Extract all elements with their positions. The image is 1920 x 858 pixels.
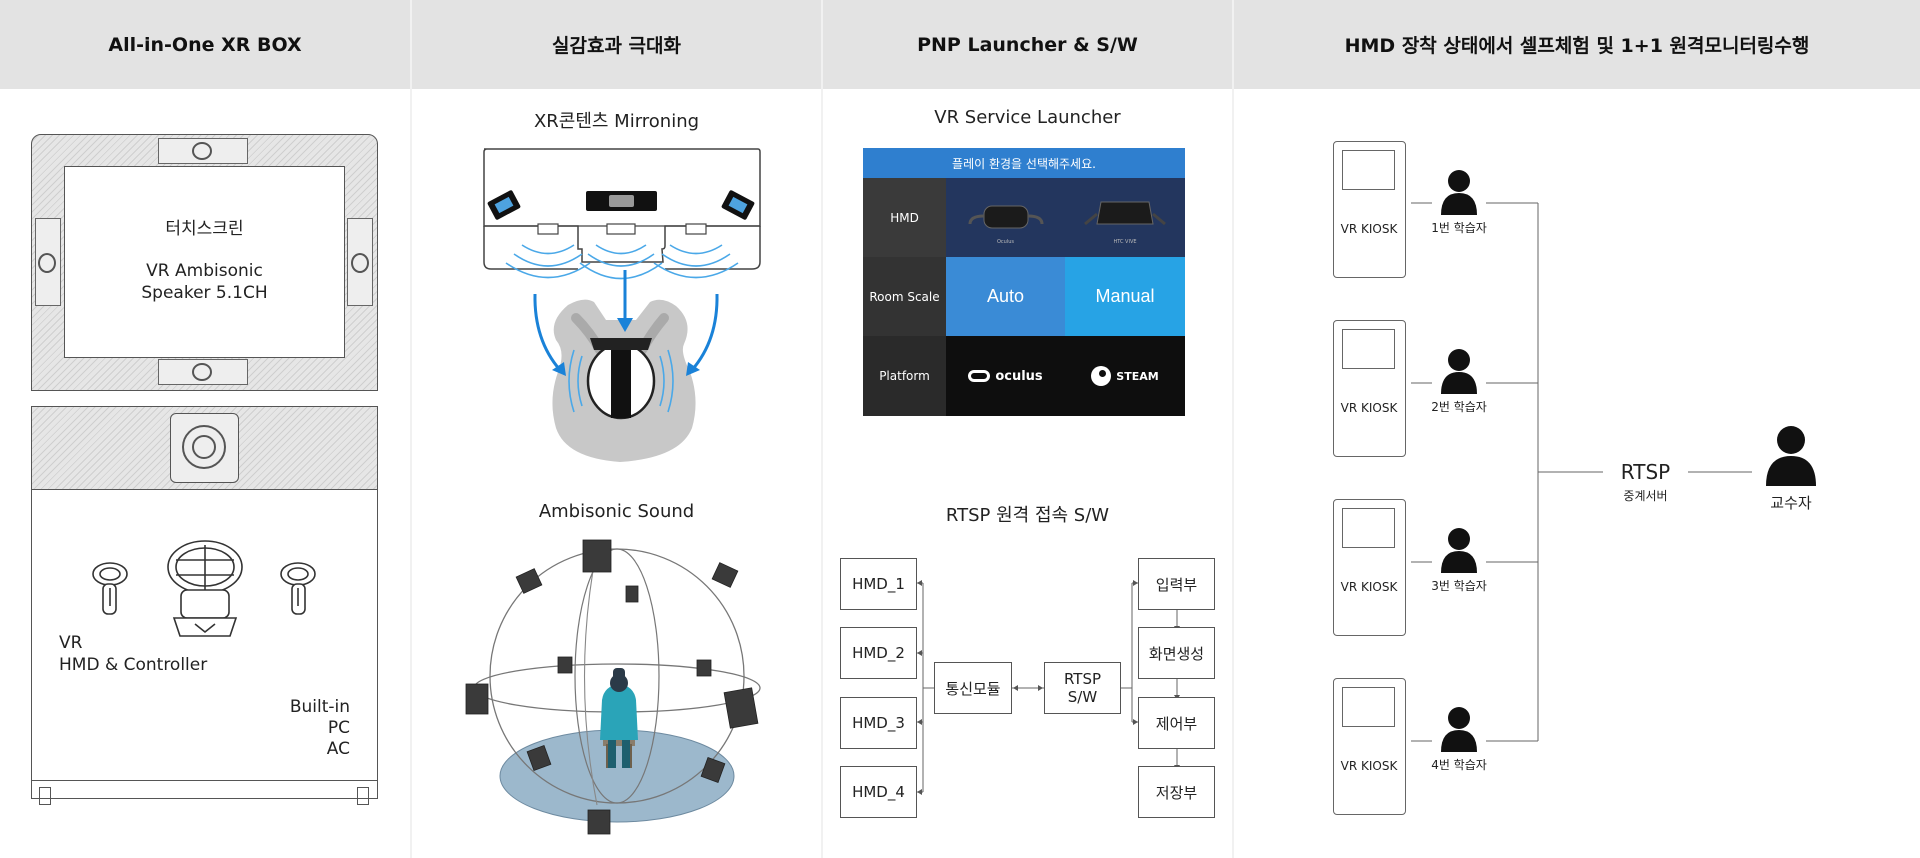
mirroring-title: XR콘텐츠 Mirroning [533, 111, 700, 132]
professor-icon [1766, 426, 1816, 486]
kiosk-label: VR KIOSK [1340, 759, 1398, 773]
learner-icon [1441, 349, 1477, 394]
right-speaker-icon [347, 218, 373, 306]
hmd-caption-oculus: Oculus [996, 239, 1015, 245]
header-effects: 실감효과 극대화 [412, 0, 821, 89]
caster-icon [357, 787, 369, 805]
xr-box-illustration: 터치스크린 VR Ambisonic Speaker 5.1CH [0, 0, 410, 858]
learner-label: 2번 학습자 [1431, 400, 1487, 414]
learner-icon [1441, 170, 1477, 215]
column-divider [1232, 0, 1234, 858]
kiosk-label: VR KIOSK [1340, 401, 1398, 415]
hmd-node: HMD_4 [840, 766, 917, 818]
vr-label-line2: HMD & Controller [59, 655, 208, 675]
bottom-speaker-icon [158, 359, 248, 385]
touchscreen-label: 터치스크린 [165, 219, 244, 239]
launcher-title: VR Service Launcher [934, 107, 1121, 128]
professor-label: 교수자 [1770, 494, 1812, 512]
platform-steam-option[interactable]: STEAM [1065, 336, 1185, 416]
ambisonic-title: Ambisonic Sound [538, 501, 695, 522]
rtsp-sw-node: RTSP S/W [1044, 662, 1121, 714]
steam-logo-icon [1091, 366, 1112, 386]
comm-module-node: 통신모듈 [934, 662, 1012, 714]
rtsp-sw-line1: RTSP [1063, 670, 1102, 688]
module-node-storage: 저장부 [1138, 766, 1215, 818]
learner-label: 1번 학습자 [1431, 221, 1487, 235]
vr-kiosk-1: VR KIOSK [1333, 141, 1406, 278]
header-launcher: PNP Launcher & S/W [823, 0, 1232, 89]
platform-oculus-option[interactable]: oculus [946, 336, 1065, 416]
hmd-node: HMD_2 [840, 627, 917, 679]
kiosk-screen [1342, 508, 1395, 548]
speaker-label-line1: VR Ambisonic [146, 261, 263, 281]
platform-steam-label: STEAM [1116, 369, 1159, 383]
module-node-screen: 화면생성 [1138, 627, 1215, 679]
vr-kiosk-2: VR KIOSK [1333, 320, 1406, 457]
vr-kiosk-4: VR KIOSK [1333, 678, 1406, 815]
kiosk-screen [1342, 150, 1395, 190]
row-label-hmd: HMD [863, 178, 946, 257]
kiosk-label: VR KIOSK [1340, 580, 1398, 594]
launcher-panel: 플레이 환경을 선택해주세요. HMD Room Scale Platform … [863, 148, 1185, 416]
row-label-platform: Platform [863, 336, 946, 416]
vr-kiosk-3: VR KIOSK [1333, 499, 1406, 636]
room-scale-manual-option[interactable]: Manual [1065, 257, 1185, 336]
touchscreen [64, 166, 345, 358]
top-speaker-icon [158, 138, 248, 164]
launcher-banner: 플레이 환경을 선택해주세요. [863, 148, 1185, 178]
rtsp-relay-subtitle: 중계서버 [1623, 489, 1668, 503]
module-node-control: 제어부 [1138, 697, 1215, 749]
column-divider [821, 0, 823, 858]
oculus-logo-icon [968, 370, 991, 382]
header-monitoring: HMD 장착 상태에서 셀프체험 및 1+1 원격모니터링수행 [1234, 0, 1920, 89]
kiosk-screen [1342, 329, 1395, 369]
hmd-controller-drawing [92, 540, 316, 637]
left-speaker-icon [35, 218, 61, 306]
oculus-headset-icon [968, 205, 1044, 229]
hmd-option-vive[interactable]: HTC VIVE [1065, 178, 1185, 257]
kiosk-screen [1342, 687, 1395, 727]
learner-icon [1441, 528, 1477, 573]
platform-oculus-label: oculus [995, 368, 1043, 384]
hmd-option-oculus[interactable]: Oculus [946, 178, 1065, 257]
speaker-label-line2: Speaker 5.1CH [141, 283, 268, 303]
hmd-node: HMD_1 [840, 558, 917, 610]
learner-label: 4번 학습자 [1431, 758, 1487, 772]
learner-icon [1441, 707, 1477, 752]
builtin-label-line2: PC [327, 718, 350, 738]
rtsp-relay-title: RTSP [1620, 460, 1671, 484]
room-scale-auto-option[interactable]: Auto [946, 257, 1065, 336]
module-node-input: 입력부 [1138, 558, 1215, 610]
vr-label-line1: VR [59, 633, 83, 653]
builtin-label-line1: Built-in [289, 697, 350, 717]
cabinet-base-line [31, 781, 378, 799]
kiosk-label: VR KIOSK [1340, 222, 1398, 236]
hmd-caption-vive: HTC VIVE [1113, 239, 1137, 245]
vive-headset-icon [1084, 201, 1166, 226]
learner-label: 3번 학습자 [1431, 579, 1487, 593]
rtsp-sw-line2: S/W [1067, 688, 1098, 706]
rtsp-sw-title: RTSP 원격 접속 S/W [945, 505, 1110, 526]
subwoofer-icon [170, 413, 239, 483]
caster-icon [39, 787, 51, 805]
header-xr-box: All-in-One XR BOX [0, 0, 410, 89]
hmd-node: HMD_3 [840, 697, 917, 749]
row-label-room-scale: Room Scale [863, 257, 946, 336]
builtin-label-line3: AC [326, 739, 350, 759]
column-divider [410, 0, 412, 858]
